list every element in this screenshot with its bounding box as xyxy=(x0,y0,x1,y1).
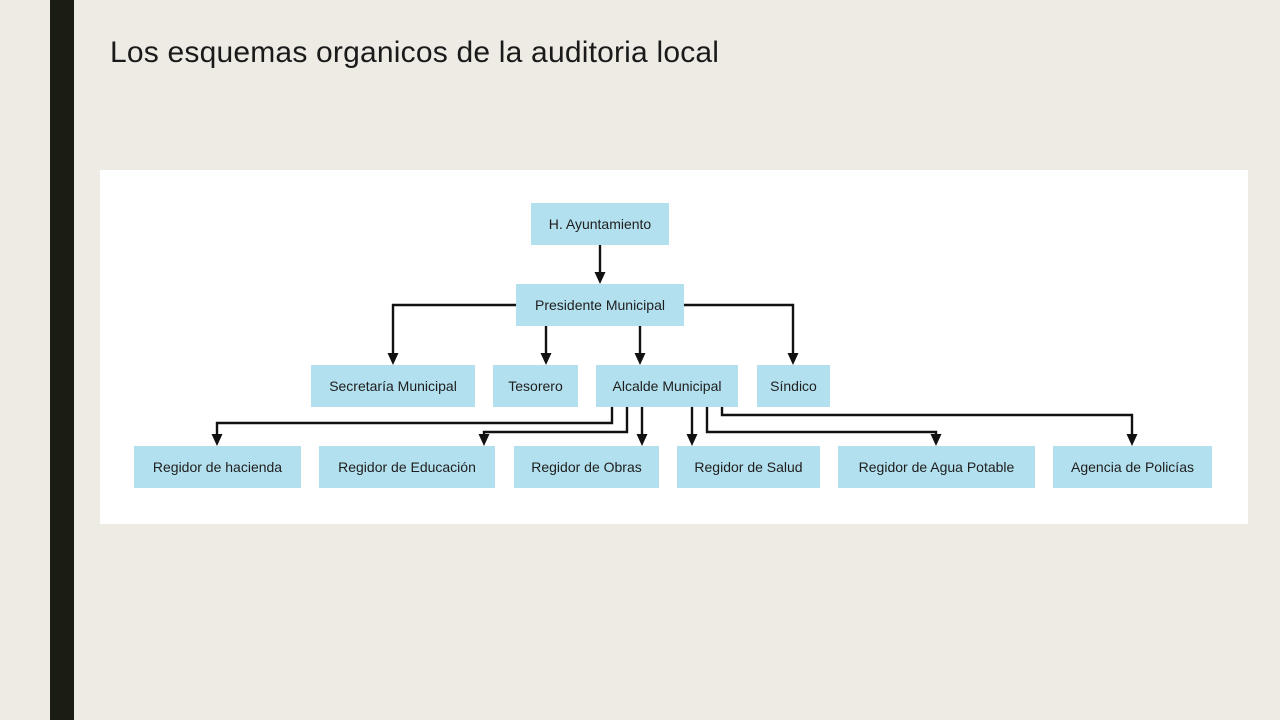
connector-line xyxy=(215,407,614,436)
org-node-box xyxy=(311,365,475,407)
org-node-box xyxy=(838,446,1035,488)
org-node-secretaria: Secretaría Municipal xyxy=(311,365,475,407)
org-node-label: Regidor de hacienda xyxy=(153,459,282,475)
org-node-box xyxy=(1053,446,1212,488)
org-node-tesorero: Tesorero xyxy=(493,365,578,407)
slide-title: Los esquemas organicos de la auditoria l… xyxy=(110,36,720,69)
connector-presidente-to-secretaria xyxy=(387,303,516,365)
arrowhead xyxy=(636,434,648,446)
connector-presidente-to-sindico xyxy=(684,303,799,365)
org-node-box xyxy=(531,203,669,245)
org-node-hacienda: Regidor de hacienda xyxy=(134,446,301,488)
org-node-label: Alcalde Municipal xyxy=(613,378,722,394)
connector-line xyxy=(705,407,938,436)
org-node-label: Secretaría Municipal xyxy=(329,378,457,394)
org-node-label: Tesorero xyxy=(508,378,563,394)
org-node-box xyxy=(677,446,820,488)
arrowhead xyxy=(211,434,223,446)
org-node-label: Regidor de Agua Potable xyxy=(859,459,1015,475)
connector-presidente-to-alcalde xyxy=(634,326,646,365)
connector-alcalde-to-educacion xyxy=(478,407,629,446)
side-accent-bar xyxy=(50,0,74,720)
org-node-label: Síndico xyxy=(770,378,817,394)
arrowhead xyxy=(540,353,552,365)
arrowhead xyxy=(930,434,942,446)
org-node-agua: Regidor de Agua Potable xyxy=(838,446,1035,488)
arrowhead xyxy=(634,353,646,365)
connector-line xyxy=(720,407,1134,436)
org-node-educacion: Regidor de Educación xyxy=(319,446,495,488)
org-node-label: Presidente Municipal xyxy=(535,297,665,313)
org-node-box xyxy=(134,446,301,488)
arrowhead xyxy=(1126,434,1138,446)
connector-alcalde-to-agua xyxy=(705,407,942,446)
org-node-box xyxy=(596,365,738,407)
connector-alcalde-to-salud xyxy=(686,407,698,446)
org-node-box xyxy=(493,365,578,407)
org-node-salud: Regidor de Salud xyxy=(677,446,820,488)
connector-ayuntamiento-to-presidente xyxy=(594,245,606,284)
org-node-label: Regidor de Salud xyxy=(694,459,802,475)
connector-line xyxy=(684,303,795,355)
org-node-alcalde: Alcalde Municipal xyxy=(596,365,738,407)
org-node-presidente: Presidente Municipal xyxy=(516,284,684,326)
connector-presidente-to-tesorero xyxy=(540,326,552,365)
org-node-box xyxy=(514,446,659,488)
org-node-box xyxy=(319,446,495,488)
org-node-sindico: Síndico xyxy=(757,365,830,407)
connector-line xyxy=(391,303,516,355)
arrowhead xyxy=(387,353,399,365)
connector-line xyxy=(482,407,629,436)
org-node-ayuntamiento: H. Ayuntamiento xyxy=(531,203,669,245)
connector-alcalde-to-obras xyxy=(636,407,648,446)
org-node-label: H. Ayuntamiento xyxy=(549,216,652,232)
connector-alcalde-to-policias xyxy=(720,407,1138,446)
arrowhead xyxy=(478,434,490,446)
org-node-label: Regidor de Educación xyxy=(338,459,476,475)
org-node-policias: Agencia de Policías xyxy=(1053,446,1212,488)
org-node-obras: Regidor de Obras xyxy=(514,446,659,488)
org-node-label: Regidor de Obras xyxy=(531,459,642,475)
org-node-box xyxy=(516,284,684,326)
arrowhead xyxy=(594,272,606,284)
org-node-box xyxy=(757,365,830,407)
arrowhead xyxy=(686,434,698,446)
connector-alcalde-to-hacienda xyxy=(211,407,614,446)
org-node-label: Agencia de Policías xyxy=(1071,459,1194,475)
arrowhead xyxy=(787,353,799,365)
